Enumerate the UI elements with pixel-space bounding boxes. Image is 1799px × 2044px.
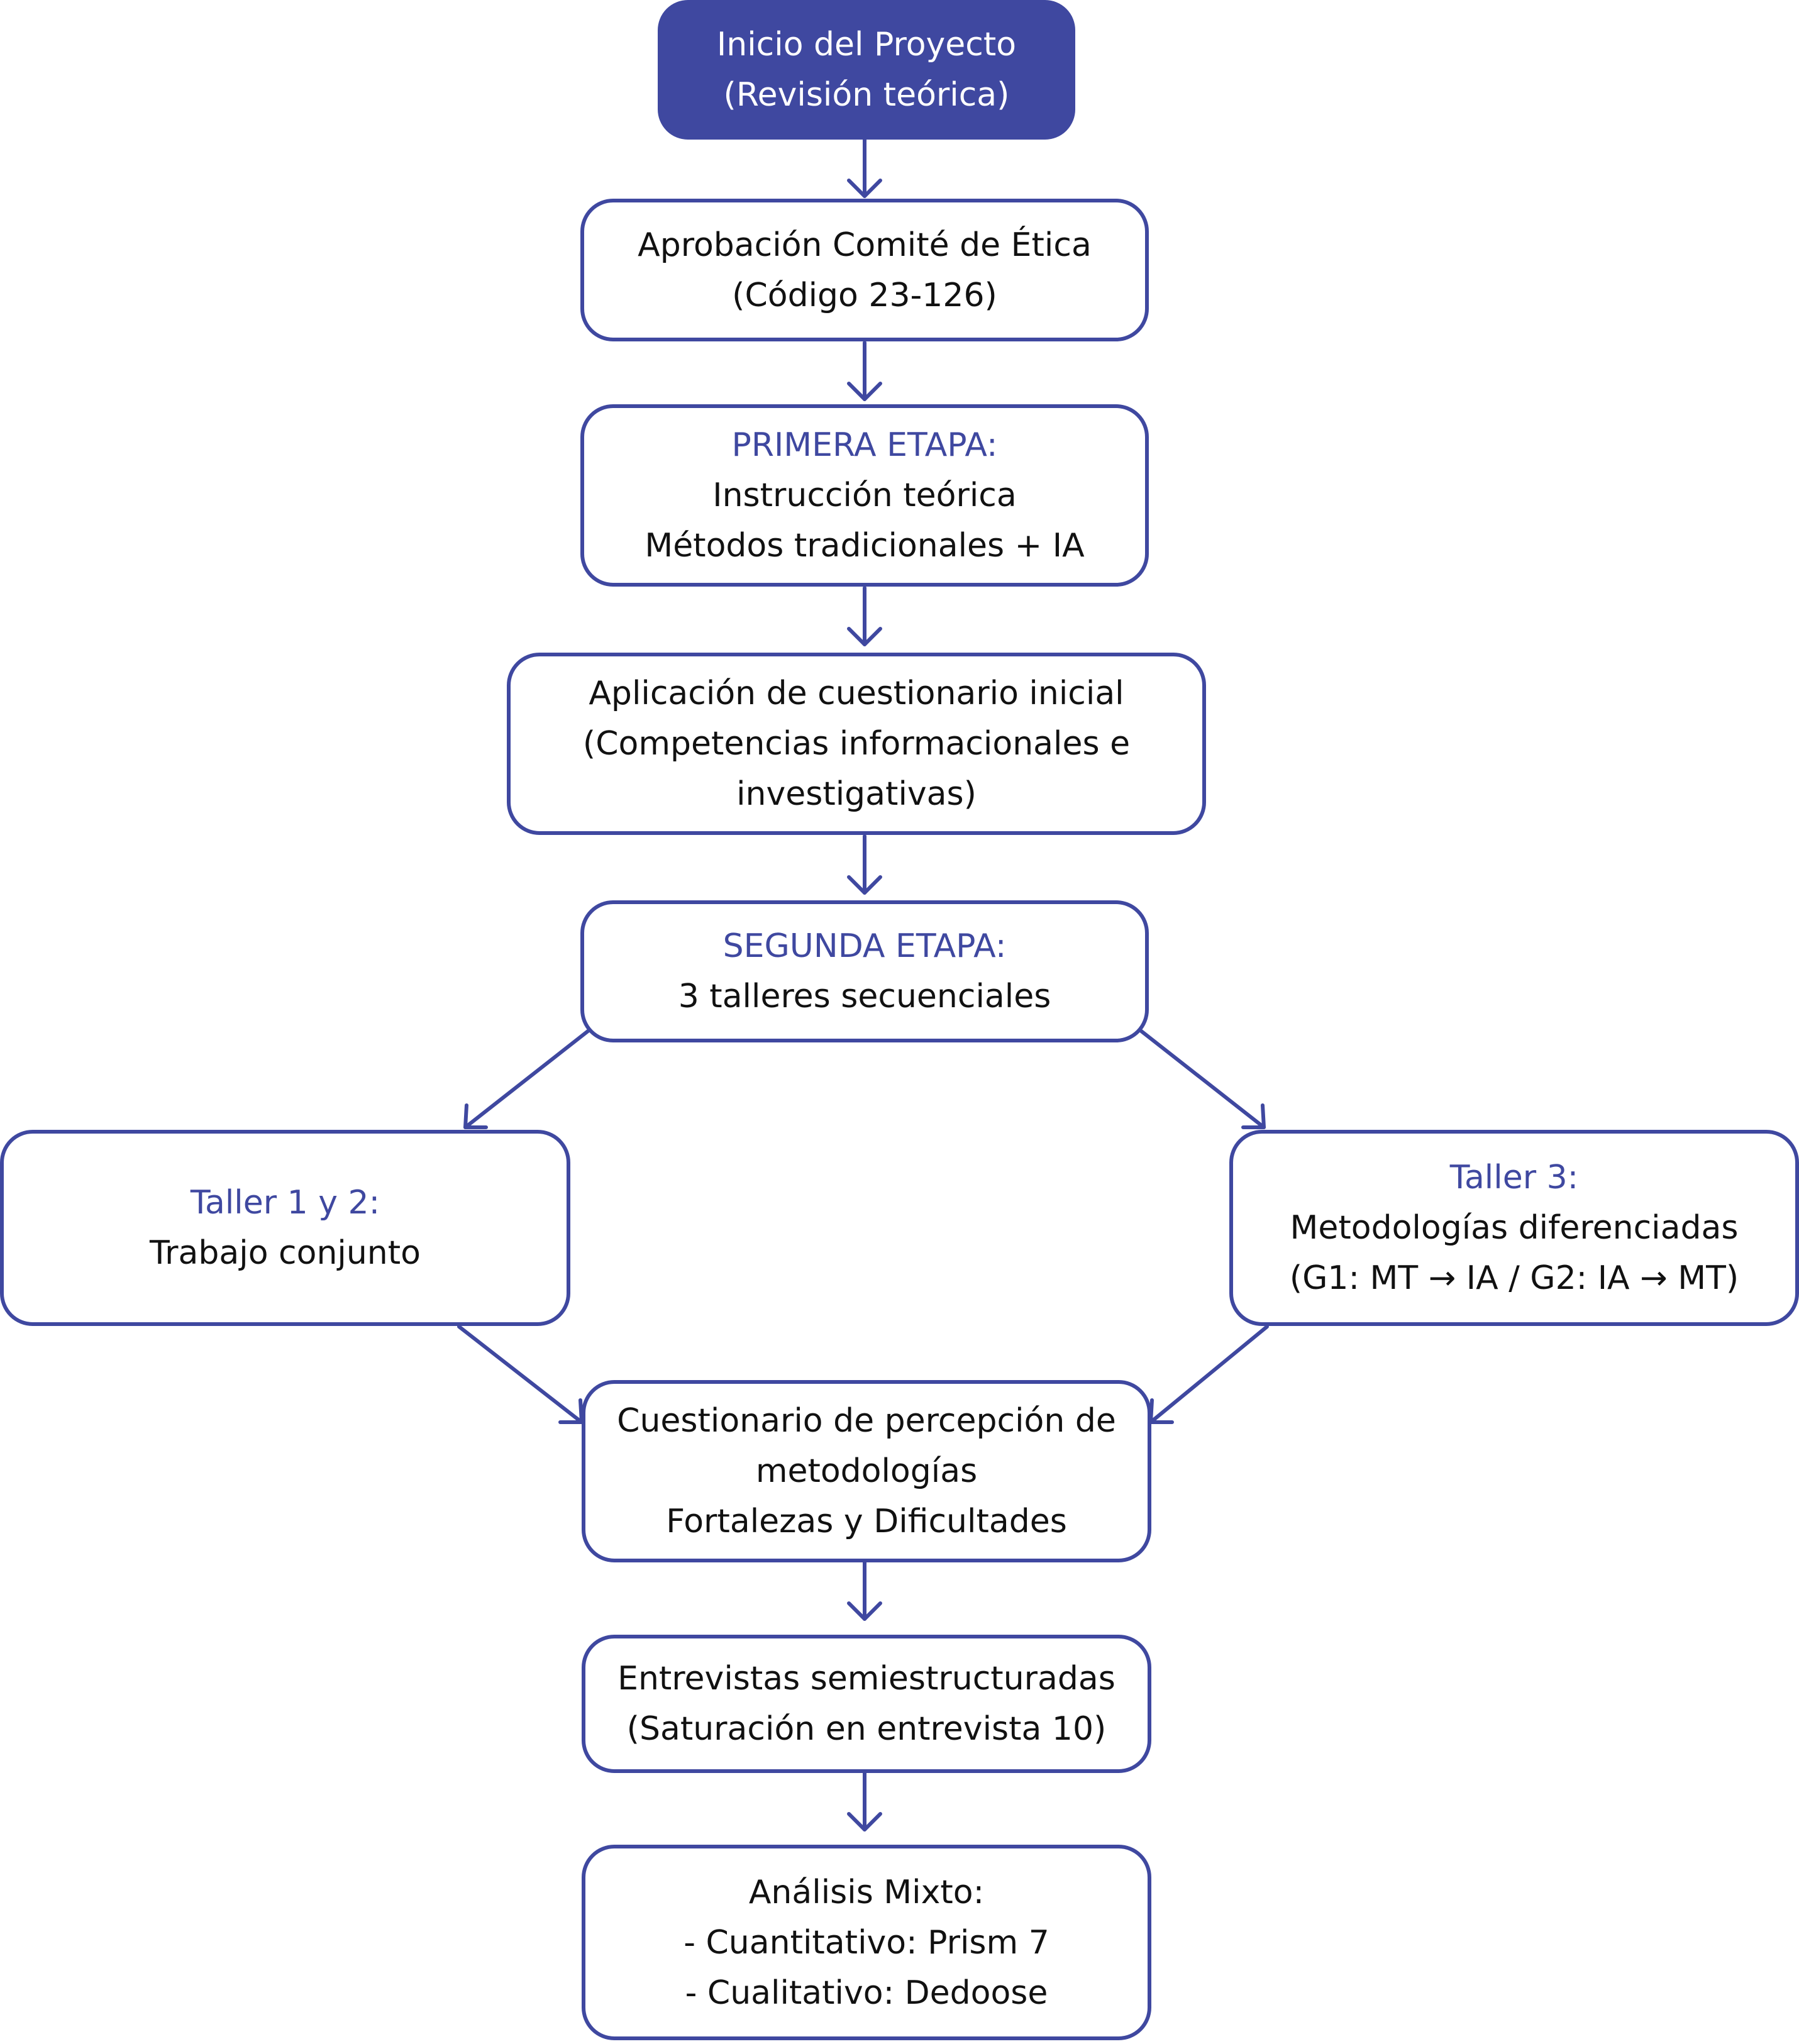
- arrow-segunda-to-taller3: [1139, 1029, 1266, 1129]
- arrow-cuestionario-to-segunda: [847, 834, 882, 895]
- node-line: (Competencias informacionales e: [582, 725, 1131, 763]
- node-line: 3 talleres secuenciales: [678, 978, 1051, 1015]
- node-line: - Cuantitativo: Prism 7: [684, 1923, 1049, 1962]
- node-line: - Cualitativo: Dedoose: [685, 1974, 1048, 2012]
- node-line: metodologías: [755, 1452, 978, 1490]
- node-taller-3: Taller 3: Metodologías diferenciadas (G1…: [1229, 1130, 1799, 1326]
- stage-heading: SEGUNDA ETAPA:: [722, 927, 1007, 965]
- node-line: Fortalezas y Dificultades: [666, 1503, 1067, 1540]
- arrow-entrevistas-to-analisis: [847, 1771, 882, 1831]
- node-line: (Revisión teórica): [723, 76, 1010, 114]
- node-line: Inicio del Proyecto: [716, 26, 1017, 64]
- node-line: (Código 23-126): [732, 276, 997, 314]
- node-line: Metodologías diferenciadas: [1290, 1209, 1739, 1247]
- node-cuestionario-inicial: Aplicación de cuestionario inicial (Comp…: [507, 653, 1206, 835]
- arrow-etica-to-primera: [847, 341, 882, 401]
- node-line: Trabajo conjunto: [150, 1234, 421, 1272]
- stage-heading: PRIMERA ETAPA:: [731, 426, 998, 464]
- node-line: Instrucción teórica: [712, 477, 1017, 514]
- node-analisis-mixto: Análisis Mixto: - Cuantitativo: Prism 7 …: [582, 1845, 1151, 2040]
- node-line: (G1: MT → IA / G2: IA → MT): [1289, 1259, 1739, 1297]
- node-primera-etapa: PRIMERA ETAPA: Instrucción teórica Métod…: [580, 404, 1149, 587]
- node-line: Cuestionario de percepción de: [617, 1402, 1116, 1440]
- node-taller-1-y-2: Taller 1 y 2: Trabajo conjunto: [0, 1130, 570, 1326]
- start-node-inicio-proyecto: Inicio del Proyecto (Revisión teórica): [658, 0, 1075, 140]
- arrow-percepcion-to-entrevistas: [847, 1561, 882, 1621]
- node-segunda-etapa: SEGUNDA ETAPA: 3 talleres secuenciales: [580, 900, 1149, 1042]
- node-line: Entrevistas semiestructuradas: [617, 1660, 1115, 1698]
- node-line: Aplicación de cuestionario inicial: [589, 675, 1124, 712]
- arrow-inicio-to-etica: [847, 138, 882, 198]
- arrow-segunda-to-taller12: [463, 1029, 590, 1129]
- arrow-primera-to-cuestionario: [847, 586, 882, 646]
- node-line: Métodos tradicionales + IA: [645, 527, 1085, 565]
- node-line: Análisis Mixto:: [748, 1873, 985, 1911]
- node-line: Aprobación Comité de Ética: [638, 226, 1092, 264]
- arrow-taller12-to-percepcion: [457, 1325, 584, 1424]
- node-cuestionario-percepcion: Cuestionario de percepción de metodologí…: [582, 1380, 1151, 1562]
- node-aprobacion-etica: Aprobación Comité de Ética (Código 23-12…: [580, 199, 1149, 341]
- node-line: investigativas): [736, 775, 977, 813]
- workshop-heading: Taller 3:: [1449, 1159, 1579, 1196]
- node-entrevistas: Entrevistas semiestructuradas (Saturació…: [582, 1635, 1151, 1773]
- workshop-heading: Taller 1 y 2:: [190, 1184, 380, 1222]
- arrow-taller3-to-percepcion: [1149, 1325, 1269, 1424]
- node-line: (Saturación en entrevista 10): [626, 1710, 1107, 1748]
